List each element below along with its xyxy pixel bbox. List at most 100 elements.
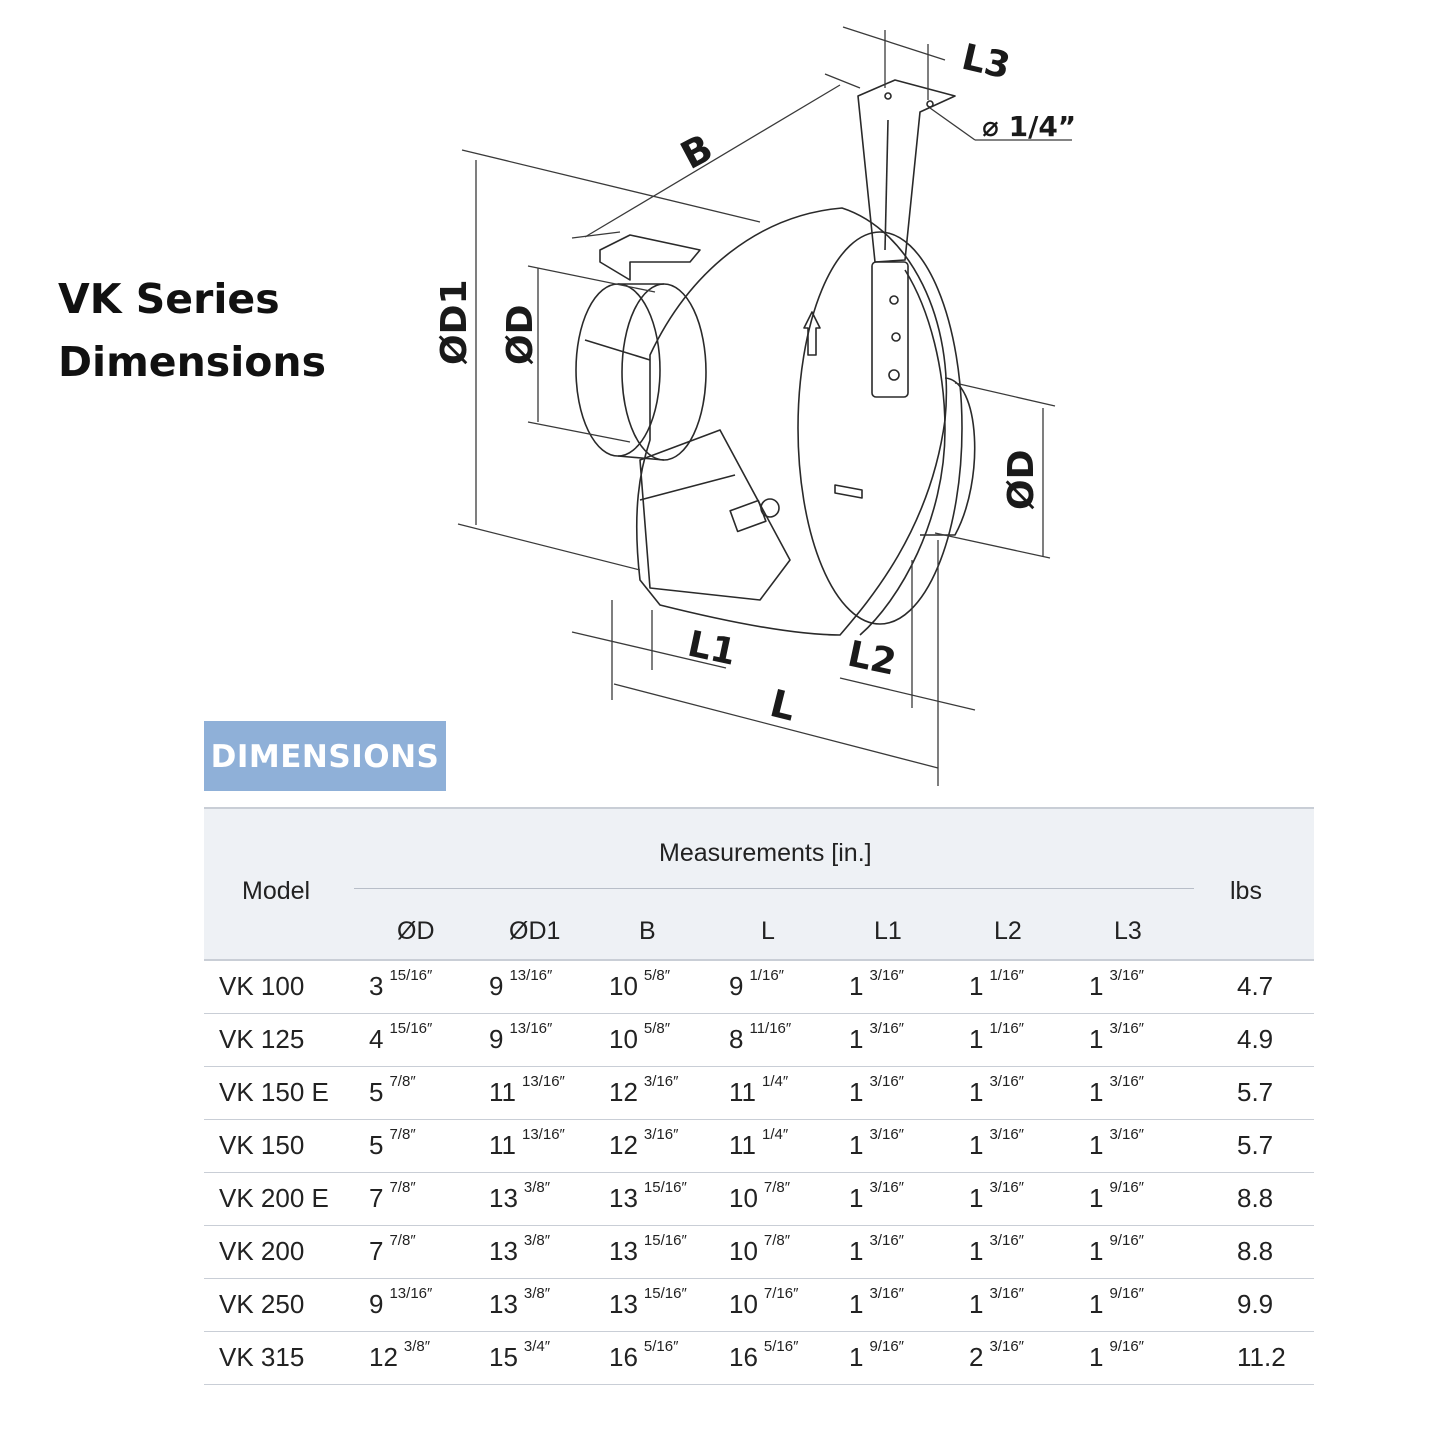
cell-whole: 1 [849,1130,864,1160]
dimensions-banner: DIMENSIONS [204,721,446,791]
cell-fraction: 9/16″ [1109,1285,1144,1302]
cell-lbs: 8.8 [1237,1183,1274,1213]
cell-fraction: 7/8″ [389,1126,416,1143]
cell-whole: 11 [729,1077,756,1107]
header-col-l2: L2 [994,917,1022,945]
label-b: B [674,125,720,177]
cell-whole: 15 [489,1342,518,1372]
header-col-l: L [761,917,775,945]
cell-whole: 16 [729,1342,758,1372]
cell-fraction: 3/16″ [643,1126,679,1143]
cell-fraction: 9/16″ [869,1338,904,1355]
cell-lbs: 9.9 [1237,1289,1274,1319]
cell-lbs: 11.2 [1237,1342,1286,1372]
cell-whole: 1 [1089,1342,1104,1372]
cell-whole: 1 [969,971,984,1001]
housing-back-rim [797,231,963,625]
cell-fraction: 3/16″ [989,1179,1024,1196]
cell-l1: 1 9/16″ [849,1338,904,1373]
cell-fraction: 7/8″ [763,1179,791,1196]
cell-lbs: 5.7 [1237,1130,1274,1160]
cell-lbs: 8.8 [1237,1236,1274,1266]
outlet-box [639,429,791,601]
cell-fraction: 3/8″ [523,1179,551,1196]
cell-d-d1: 11 13/16″ [489,1073,565,1108]
cell-whole: 10 [609,1024,638,1054]
cell-whole: 7 [369,1183,384,1213]
cell-whole: 1 [849,1077,864,1107]
inlet-duct-back [621,283,707,461]
cell-fraction: 5/16″ [643,1338,679,1355]
cell-whole: 10 [729,1183,758,1213]
outlet-duct-right [920,377,976,536]
label-d-right: ØD [1001,450,1042,511]
cell-fraction: 15/16″ [389,967,433,984]
cell-whole: 13 [609,1236,638,1266]
housing-body [635,207,948,636]
cell-fraction: 15/16″ [643,1179,687,1196]
cell-fraction: 3/16″ [869,967,904,984]
cell-whole: 11 [489,1077,516,1107]
cell-fraction: 1/4″ [762,1073,789,1090]
cell-fraction: 3/16″ [1109,1073,1144,1090]
header-model: Model [242,877,311,905]
cell-fraction: 7/16″ [763,1285,799,1302]
cell-fraction: 3/16″ [869,1232,904,1249]
label-d-left: ØD [500,305,541,366]
cell-fraction: 13/16″ [522,1126,565,1143]
cell-whole: 1 [1089,1130,1104,1160]
cell-whole: 1 [849,971,864,1001]
title-line-2: Dimensions [58,338,327,386]
cell-fraction: 13/16″ [522,1073,565,1090]
mounting-strap [871,261,909,398]
cell-model: VK 200 E [219,1183,329,1213]
cell-fraction: 7/8″ [389,1073,416,1090]
header-lbs: lbs [1230,877,1262,905]
cell-whole: 9 [489,1024,504,1054]
cell-whole: 10 [729,1289,758,1319]
cell-whole: 7 [369,1236,384,1266]
banner-label: DIMENSIONS [210,739,440,775]
cell-fraction: 3/8″ [523,1232,551,1249]
cell-fraction: 13/16″ [389,1285,433,1302]
cell-l1: 1 3/16″ [849,1232,904,1267]
cell-model: VK 250 [219,1289,305,1319]
cell-whole: 1 [849,1236,864,1266]
cell-fraction: 3/16″ [989,1338,1024,1355]
housing-band [859,269,946,636]
cell-whole: 5 [369,1130,384,1160]
cell-fraction: 11/16″ [749,1020,792,1037]
cell-fraction: 7/8″ [389,1232,416,1249]
cell-whole: 1 [969,1024,984,1054]
cell-fraction: 5/8″ [643,967,671,984]
mounting-bracket [857,79,956,263]
cell-d-d: 7 7/8″ [369,1232,416,1267]
header-col-d: ØD [397,917,435,945]
page-title: VK Series Dimensions [58,268,326,394]
cell-lbs: 4.9 [1237,1024,1274,1054]
cell-fraction: 3/16″ [989,1073,1024,1090]
cell-whole: 1 [1089,971,1104,1001]
cell-fraction: 3/16″ [1109,967,1144,984]
cell-whole: 1 [849,1342,864,1372]
cell-fraction: 9/16″ [1109,1179,1144,1196]
cell-whole: 10 [729,1236,758,1266]
cell-whole: 1 [1089,1077,1104,1107]
